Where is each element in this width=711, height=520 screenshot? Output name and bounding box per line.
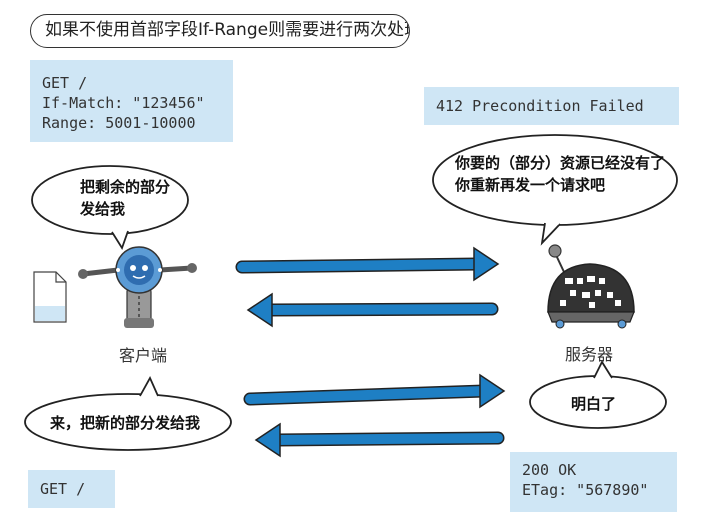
arrow-response-1 xyxy=(248,294,492,326)
server-bubble-2-text: 明白了 xyxy=(571,393,616,415)
server-label: 服务器 xyxy=(565,341,613,365)
client-bubble-1-line: 发给我 xyxy=(80,198,170,220)
server-robot-icon xyxy=(548,245,634,328)
server-bubble-1-line: 你重新再发一个请求吧 xyxy=(455,174,665,196)
client-robot-icon xyxy=(78,247,197,328)
document-icon xyxy=(34,272,66,322)
arrow-request-1 xyxy=(242,248,498,280)
client-bubble-1-line: 把剩余的部分 xyxy=(80,176,170,198)
client-label: 客户端 xyxy=(119,342,167,366)
server-bubble-1-line: 你要的（部分）资源已经没有了 xyxy=(455,152,665,174)
client-bubble-2-text: 来，把新的部分发给我 xyxy=(50,412,200,434)
client-bubble-1-text: 把剩余的部分 发给我 xyxy=(80,176,170,220)
arrow-request-2 xyxy=(250,375,504,407)
server-bubble-1-text: 你要的（部分）资源已经没有了 你重新再发一个请求吧 xyxy=(455,152,665,196)
arrow-response-2 xyxy=(256,424,498,456)
